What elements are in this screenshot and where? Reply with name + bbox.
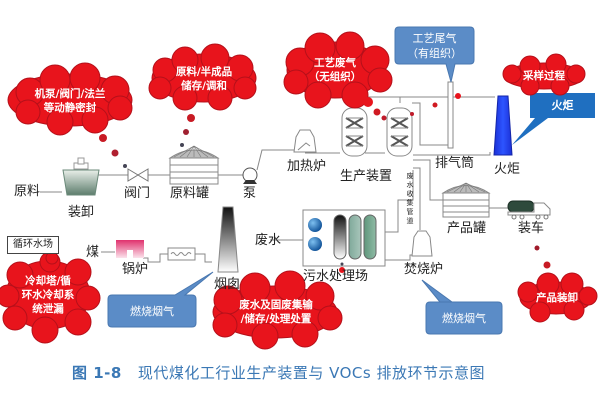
cloud-text-storage-blend: 原料/半成品 储存/调和 xyxy=(165,65,243,93)
cloud-line: 环水冷却系 xyxy=(21,289,75,301)
callout-incinerator-flue-gas xyxy=(421,279,503,335)
cloud-text-pump-valve-seal: 机泵/阀门/法兰 等动静密封 xyxy=(28,87,112,115)
chimney-icon xyxy=(217,206,239,273)
cloud-text-sampling: 采样过程 xyxy=(510,69,578,83)
pump-icon xyxy=(242,167,258,184)
incinerator-icon xyxy=(411,230,433,257)
callout-line: 火炬 xyxy=(551,99,574,112)
label-incinerator: 焚烧炉 xyxy=(404,262,444,277)
label-heating-furnace: 加热炉 xyxy=(287,159,327,174)
cloud-line: 冷却塔/循 xyxy=(25,275,71,287)
cloud-line: 等动静密封 xyxy=(43,102,97,114)
figure-number: 图 1-8 xyxy=(72,364,122,382)
figure-title: 现代煤化工行业生产装置与 VOCs 排放环节示意图 xyxy=(137,364,485,382)
cloud-line: 原料/半成品 xyxy=(175,66,233,78)
callout-line: 燃烧烟气 xyxy=(130,305,174,318)
label-truck-loading: 装车 xyxy=(518,221,545,236)
callout-line: 工艺尾气 xyxy=(412,32,457,45)
truck-icon xyxy=(507,200,551,220)
label-wastewater-pipe: 废水收集管道 xyxy=(406,172,414,225)
label-loading-unloading: 装卸 xyxy=(68,205,95,220)
cloud-text-product-loading: 产品装卸 xyxy=(526,291,588,305)
label-exhaust-stack: 排气筒 xyxy=(435,156,475,171)
reactor-icon xyxy=(386,107,413,157)
label-coal: 煤 xyxy=(86,245,100,260)
label-wastewater-plant: 污水处理场 xyxy=(303,269,369,284)
cloud-line: 废水及固废集输 xyxy=(239,299,313,311)
valve-icon xyxy=(127,168,149,182)
ship-icon xyxy=(62,157,100,196)
cloud-pump-valve-seal xyxy=(7,62,133,136)
cloud-text-waste-handling: 废水及固废集输 /储存/处理处置 xyxy=(226,298,326,326)
callout-process-tail-gas xyxy=(394,26,475,83)
label-flare: 火炬 xyxy=(494,162,521,177)
cloud-sampling xyxy=(502,53,586,96)
label-raw-material: 原料 xyxy=(14,184,41,199)
label-pump: 泵 xyxy=(243,186,257,201)
cloud-process-fugitive xyxy=(283,31,393,109)
cloud-line: 采样过程 xyxy=(523,70,565,82)
callout-boiler-flue-gas xyxy=(107,271,214,328)
cloud-text-cooling-tower: 冷却塔/循 环水冷却系 统泄漏 xyxy=(8,274,88,316)
callout-line: 燃烧烟气 xyxy=(442,312,486,325)
flare-icon xyxy=(493,95,513,156)
boiler-icon xyxy=(116,240,196,261)
cloud-line: 储存/调和 xyxy=(181,80,227,92)
cloud-storage-blend xyxy=(148,43,257,111)
callout-text-incinerator-flue-gas: 燃烧烟气 xyxy=(426,311,502,326)
callout-text-flare: 火炬 xyxy=(530,98,595,113)
reactor-icon xyxy=(341,107,368,157)
exhaust-stack-icon xyxy=(447,81,454,149)
heating-furnace-icon xyxy=(293,129,317,153)
label-production-unit: 生产装置 xyxy=(340,169,393,184)
cloud-line: /储存/处理处置 xyxy=(240,313,312,325)
emission-dots xyxy=(99,93,551,273)
figure-caption: 图 1-8 现代煤化工行业生产装置与 VOCs 排放环节示意图 xyxy=(72,362,485,383)
label-cooling-water-field: 循环水场 xyxy=(7,236,59,254)
cloud-line: 机泵/阀门/法兰 xyxy=(34,88,106,100)
cloud-line: 工艺废气 xyxy=(314,57,356,69)
label-product-tank: 产品罐 xyxy=(447,221,487,236)
wastewater-plant-icon xyxy=(302,209,386,267)
label-valve: 阀门 xyxy=(124,186,151,201)
raw-tank-icon xyxy=(168,145,220,185)
callout-flare xyxy=(512,93,595,145)
label-boiler: 锅炉 xyxy=(122,262,149,277)
callout-text-process-tail-gas: 工艺尾气 （有组织） xyxy=(395,31,474,61)
callout-line: （有组织） xyxy=(407,47,462,60)
cloud-line: 产品装卸 xyxy=(536,292,578,304)
callout-text-boiler-flue-gas: 燃烧烟气 xyxy=(108,304,196,319)
cloud-cooling-tower xyxy=(0,251,101,344)
cloud-line: （无组织） xyxy=(308,71,362,83)
label-chimney: 烟囱 xyxy=(214,277,241,292)
cloud-waste-handling xyxy=(212,270,343,350)
label-raw-tank: 原料罐 xyxy=(170,186,210,201)
product-tank-icon xyxy=(441,182,508,218)
cloud-line: 统泄漏 xyxy=(32,303,64,315)
label-wastewater: 废水 xyxy=(255,233,282,248)
cloud-product-loading xyxy=(517,272,598,323)
cloud-text-process-fugitive: 工艺废气 （无组织） xyxy=(298,56,372,84)
